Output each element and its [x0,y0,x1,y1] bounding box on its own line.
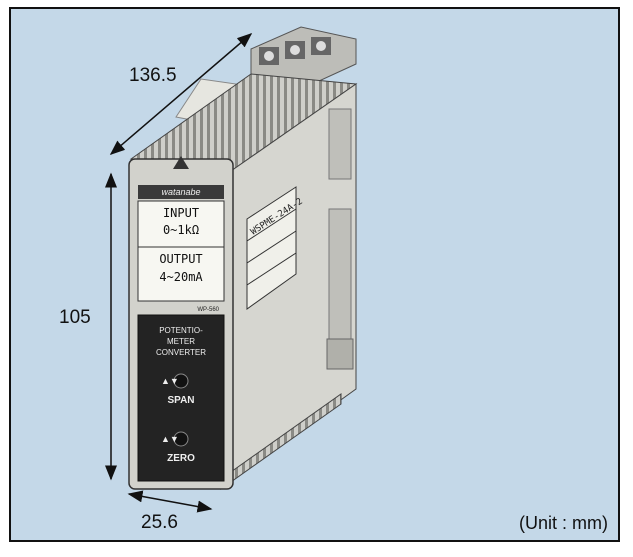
output-range: 4~20mA [159,270,203,284]
width-dimension-label: 25.6 [141,512,178,533]
side-spec-label: WSPME-24A-2 [246,186,305,310]
svg-text:▲▼: ▲▼ [161,434,179,444]
terminal-blocks [250,26,357,88]
converter-line2: METER [167,337,195,346]
span-adjust-knob [173,373,189,389]
brand-logo: watanabe [161,187,200,197]
input-title: INPUT [163,206,199,220]
converter-line1: POTENTIO- [159,326,203,335]
device-illustration: WSPME-24A-2 watanabe INPUT 0~1kΩ OUTPUT … [105,26,358,513]
front-panel: watanabe INPUT 0~1kΩ OUTPUT 4~20mA WP-56… [128,156,234,490]
width-dimension-arrow [127,490,213,513]
unit-note: (Unit : mm) [519,513,608,533]
panel-code: WP-560 [197,307,219,313]
output-title: OUTPUT [159,252,202,266]
span-label: SPAN [167,395,194,406]
input-range: 0~1kΩ [163,223,199,237]
figure-frame: WSPME-24A-2 watanabe INPUT 0~1kΩ OUTPUT … [9,7,620,542]
zero-label: ZERO [167,453,195,464]
svg-text:▲▼: ▲▼ [161,376,179,386]
zero-adjust-knob [173,431,189,447]
converter-line3: CONVERTER [156,348,206,357]
depth-dimension-arrow [109,33,253,155]
depth-dimension-label: 136.5 [129,65,177,86]
height-dimension-label: 105 [59,307,91,328]
